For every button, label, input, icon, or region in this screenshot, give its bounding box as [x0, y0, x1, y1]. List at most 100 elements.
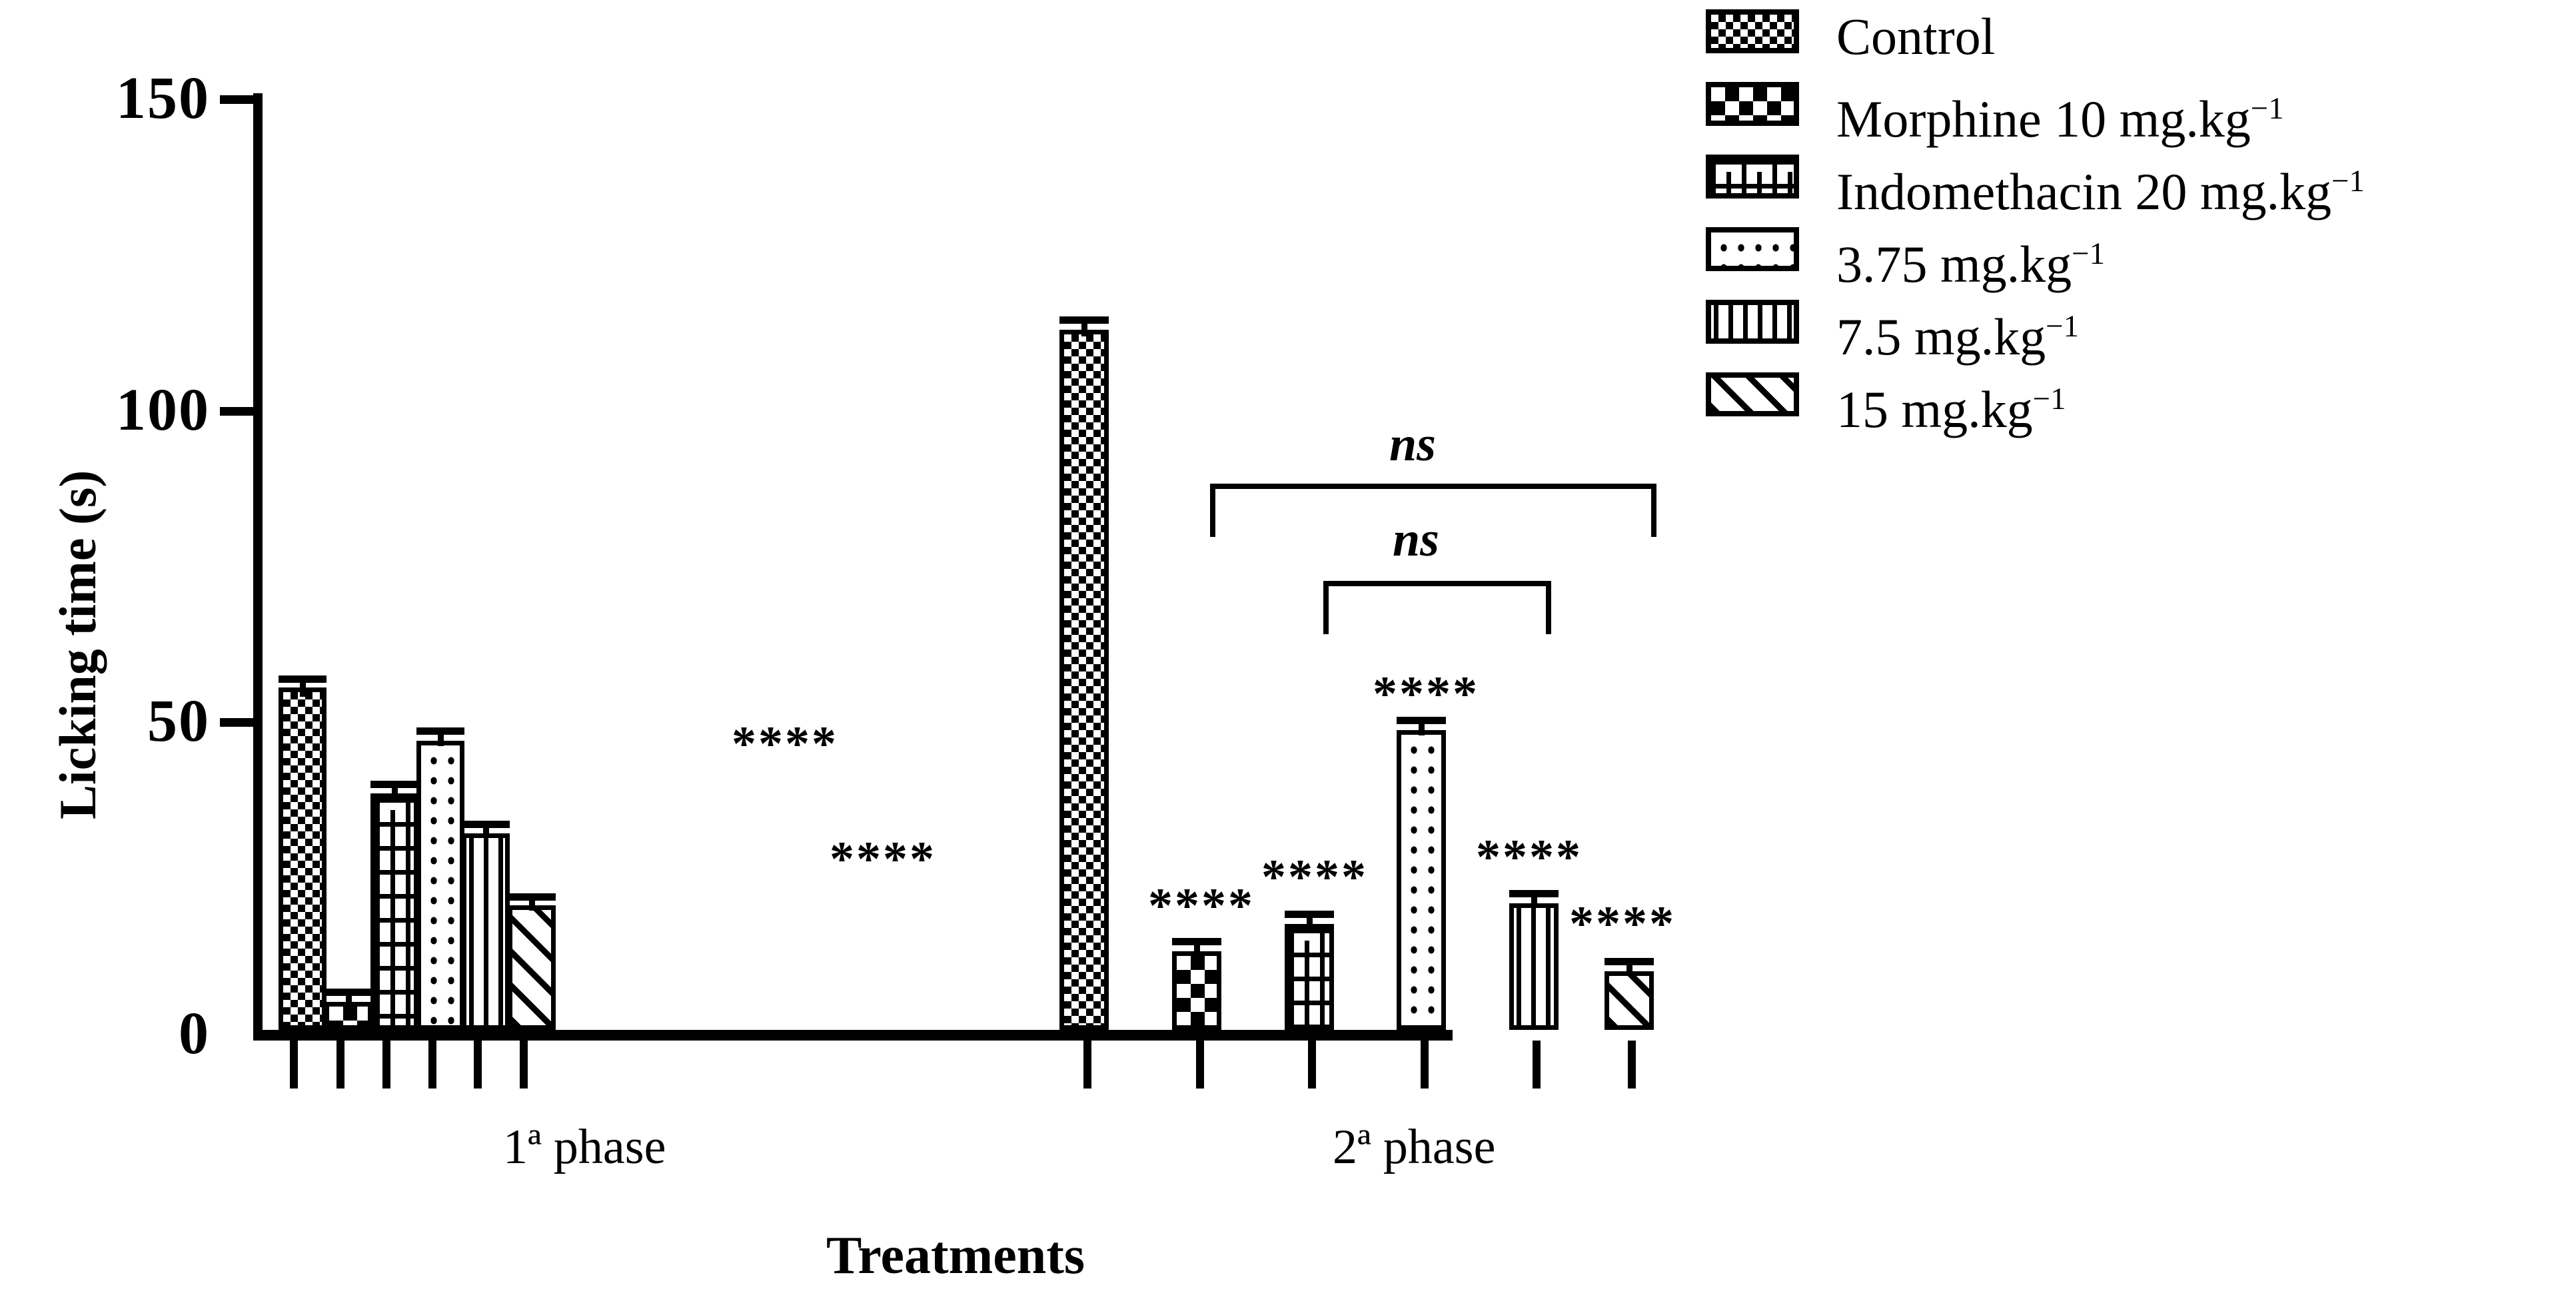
x-axis-line [253, 1030, 1453, 1041]
legend-swatch-dots-icon [1706, 227, 1799, 271]
bar-p2-control [1059, 330, 1109, 1030]
legend-swatch-brick-icon [1706, 155, 1799, 199]
legend-swatch-vertical-icon [1706, 300, 1799, 344]
errorbar-p2-dose-375-cap [1397, 717, 1446, 724]
legend-label-morphine-exponent: −1 [2250, 91, 2284, 126]
x-tick-p1-control [290, 1041, 298, 1089]
errorbar-p2-dose-75-cap [1509, 890, 1559, 897]
legend-label-dose-375-exponent: −1 [2072, 236, 2105, 271]
significance-p2-indomethacin: **** [1261, 850, 1368, 905]
y-tick-50 [220, 718, 259, 727]
x-tick-p2-indomethacin [1308, 1041, 1316, 1089]
ns-label-outer: ns [1389, 417, 1436, 472]
legend-label-control: Control [1836, 0, 1995, 73]
errorbar-p2-dose-375-stem [1419, 719, 1425, 735]
group-label-phase-1: 1ª phase [503, 1119, 666, 1176]
errorbar-p2-control-stem [1081, 319, 1087, 336]
errorbar-p1-indomethacin-cap [370, 781, 418, 788]
bar-p1-dose-75 [462, 833, 510, 1030]
ns-bracket-outer-left [1210, 484, 1215, 537]
y-axis-line [253, 93, 263, 1039]
legend-label-dose-15: 15 mg.kg−1 [1836, 363, 2066, 446]
group-label-phase-2-text: phase [1371, 1120, 1496, 1174]
ns-bracket-inner-right [1546, 581, 1551, 634]
ns-label-inner: ns [1393, 512, 1439, 567]
x-tick-p1-dose-375 [428, 1041, 436, 1089]
errorbar-p1-morphine-stem [346, 991, 352, 1006]
legend-label-dose-75-exponent: −1 [2046, 309, 2079, 344]
significance-p2-morphine: **** [1148, 879, 1255, 933]
y-tick-label-150: 150 [116, 65, 210, 131]
legend-label-indomethacin: Indomethacin 20 mg.kg−1 [1836, 145, 2365, 228]
significance-p1-dose-15: **** [830, 832, 936, 887]
errorbar-p1-dose-375-stem [438, 730, 444, 746]
y-tick-100 [220, 407, 259, 416]
bar-p1-indomethacin [370, 793, 418, 1030]
errorbar-p2-indomethacin-stem [1307, 913, 1313, 928]
bar-p1-dose-375 [416, 741, 464, 1030]
bar-p2-morphine [1172, 951, 1221, 1030]
bar-p2-dose-75 [1509, 903, 1559, 1030]
y-tick-150 [220, 95, 259, 104]
bar-p1-morphine [324, 1002, 372, 1030]
errorbar-p2-dose-15-cap [1605, 958, 1654, 965]
x-tick-p2-dose-75 [1533, 1041, 1541, 1089]
ns-bracket-outer-right [1651, 484, 1656, 537]
errorbar-p1-control-cap [279, 675, 326, 683]
group-label-phase-1-number: 1ª [503, 1120, 542, 1174]
errorbar-p2-morphine-cap [1172, 938, 1221, 945]
legend-label-dose-75-text: 7.5 mg.kg [1836, 308, 2046, 366]
x-tick-p2-morphine [1196, 1041, 1204, 1089]
y-tick-label-50: 50 [147, 688, 210, 754]
bar-p1-control [279, 687, 326, 1030]
legend-swatch-checker-small-icon [1706, 82, 1799, 126]
errorbar-p1-dose-15-stem [529, 896, 535, 911]
legend-label-indomethacin-text: Indomethacin 20 mg.kg [1836, 163, 2332, 220]
bar-p2-dose-15 [1605, 971, 1654, 1030]
errorbar-p1-indomethacin-stem [392, 783, 398, 799]
legend-label-morphine-text: Morphine 10 mg.kg [1836, 90, 2251, 148]
x-tick-p1-morphine [336, 1041, 344, 1089]
bar-p2-dose-375 [1397, 730, 1446, 1030]
legend-label-indomethacin-exponent: −1 [2331, 164, 2365, 199]
x-tick-p2-dose-375 [1421, 1041, 1429, 1089]
significance-p1-dose-75: **** [732, 717, 838, 771]
x-axis-title: Treatments [826, 1226, 1085, 1285]
legend-label-morphine: Morphine 10 mg.kg−1 [1836, 73, 2284, 155]
errorbar-p1-dose-15-cap [508, 893, 556, 901]
bar-p1-dose-15 [508, 905, 556, 1030]
errorbar-p2-morphine-stem [1194, 941, 1200, 955]
legend-label-control-text: Control [1836, 7, 1996, 65]
legend-label-dose-15-text: 15 mg.kg [1836, 380, 2033, 438]
significance-p2-dose-375: **** [1373, 667, 1479, 721]
x-tick-p2-control [1083, 1041, 1091, 1089]
errorbar-p1-morphine-cap [324, 989, 372, 996]
errorbar-p2-control-cap [1059, 316, 1109, 324]
legend-swatch-checker-large-icon [1706, 9, 1799, 53]
errorbar-p1-dose-75-stem [483, 823, 489, 838]
ns-bracket-inner-top [1323, 581, 1551, 586]
x-tick-p1-indomethacin [382, 1041, 390, 1089]
errorbar-p2-indomethacin-cap [1285, 911, 1334, 918]
bar-p2-indomethacin [1285, 924, 1334, 1030]
significance-p2-dose-15: **** [1569, 897, 1676, 951]
errorbar-p1-control-stem [300, 678, 306, 697]
legend-label-dose-15-exponent: −1 [2032, 382, 2066, 416]
y-tick-label-100: 100 [116, 377, 210, 443]
x-tick-p2-dose-15 [1628, 1041, 1636, 1089]
y-tick-label-0: 0 [179, 1001, 210, 1067]
group-label-phase-1-text: phase [541, 1120, 666, 1174]
ns-bracket-outer-top [1210, 484, 1656, 489]
ns-bracket-inner-left [1323, 581, 1329, 634]
x-tick-p1-dose-75 [474, 1041, 482, 1089]
errorbar-p1-dose-75-cap [462, 821, 510, 828]
legend-label-dose-375: 3.75 mg.kg−1 [1836, 218, 2105, 300]
group-label-phase-2-number: 2ª [1333, 1120, 1371, 1174]
errorbar-p1-dose-375-cap [416, 727, 464, 735]
x-tick-p1-dose-15 [520, 1041, 528, 1089]
legend-swatch-diagonal-icon [1706, 372, 1799, 416]
significance-p2-dose-75: **** [1476, 830, 1583, 885]
group-label-phase-2: 2ª phase [1333, 1119, 1495, 1176]
legend-label-dose-375-text: 3.75 mg.kg [1836, 235, 2072, 293]
